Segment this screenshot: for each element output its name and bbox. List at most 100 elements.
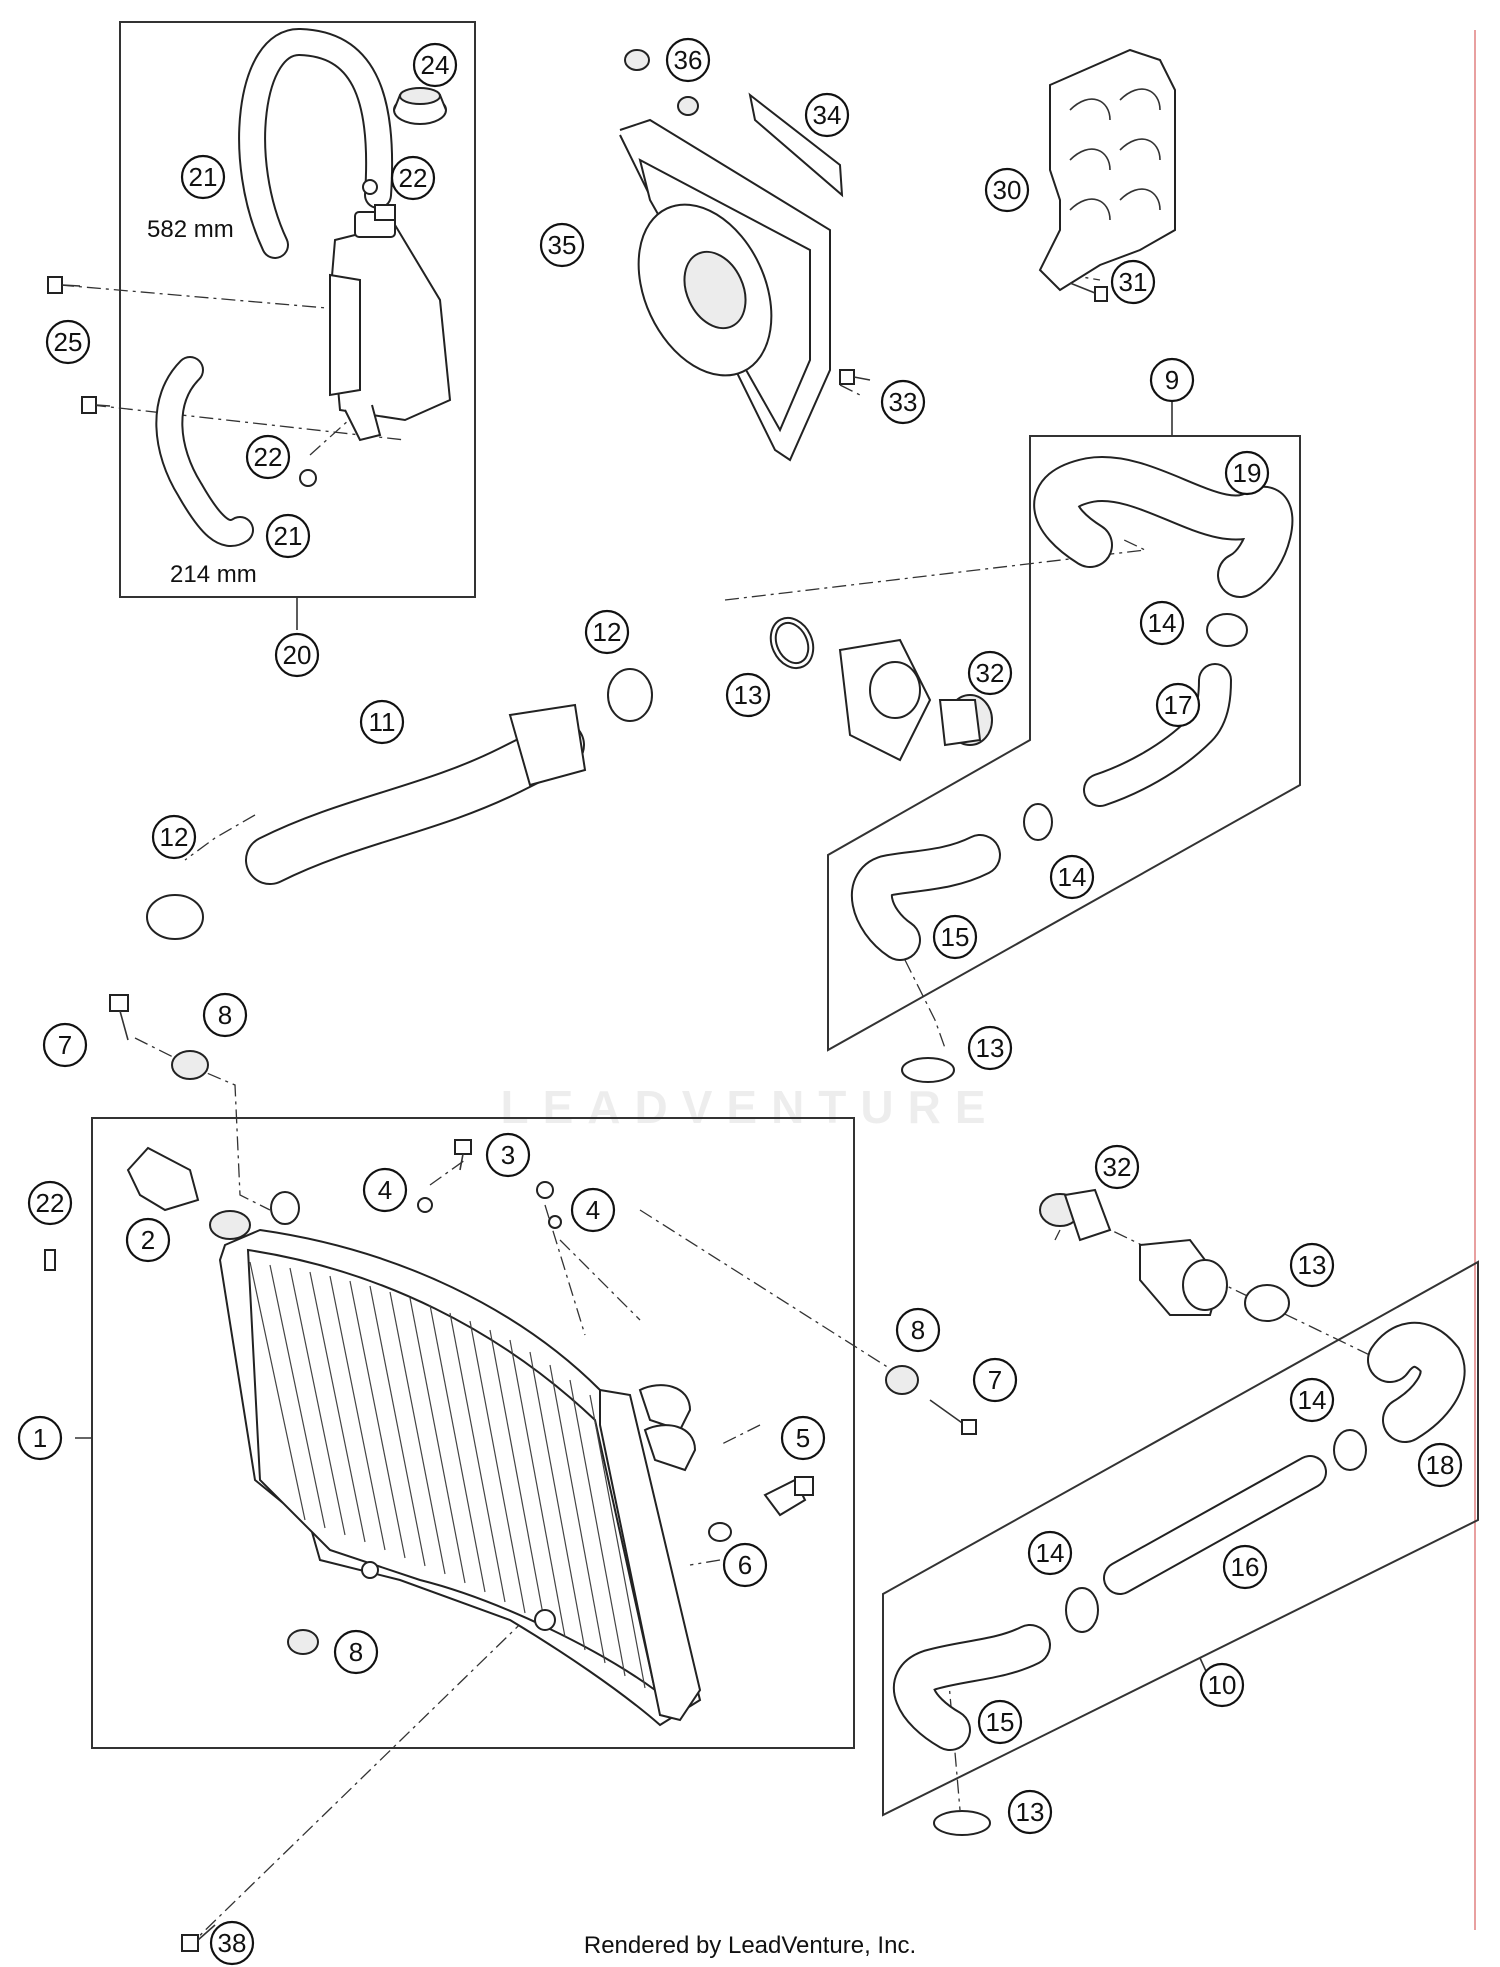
callout-30[interactable]: 30 — [984, 167, 1030, 213]
callout-14c[interactable]: 14 — [1289, 1377, 1335, 1423]
callout-4b[interactable]: 4 — [570, 1187, 616, 1233]
svg-text:33: 33 — [889, 387, 918, 417]
svg-text:14: 14 — [1036, 1538, 1065, 1568]
grommet-8-upper — [171, 1050, 209, 1080]
frame-hose-kit-lower — [882, 1260, 1479, 1817]
svg-text:5: 5 — [796, 1423, 810, 1453]
svg-text:14: 14 — [1298, 1385, 1327, 1415]
callout-3[interactable]: 3 — [485, 1132, 531, 1178]
callout-12a[interactable]: 12 — [584, 609, 630, 655]
callout-21b[interactable]: 21 — [265, 513, 311, 559]
callout-14b[interactable]: 14 — [1049, 854, 1095, 900]
callout-13d[interactable]: 13 — [1007, 1789, 1053, 1835]
plate-part — [748, 92, 844, 198]
callout-17[interactable]: 17 — [1155, 682, 1201, 728]
grommet-8-lower — [287, 1629, 319, 1655]
callout-7a[interactable]: 7 — [42, 1022, 88, 1068]
callout-33[interactable]: 33 — [880, 379, 926, 425]
svg-text:12: 12 — [593, 617, 622, 647]
callout-25[interactable]: 25 — [45, 319, 91, 365]
callout-13a[interactable]: 13 — [725, 672, 771, 718]
hose-15-lower-fill — [895, 1626, 1049, 1749]
callout-14a[interactable]: 14 — [1139, 600, 1185, 646]
svg-text:1: 1 — [33, 1423, 47, 1453]
clamp-14-right — [1333, 1429, 1367, 1471]
svg-text:22: 22 — [399, 163, 428, 193]
callout-20[interactable]: 20 — [274, 632, 320, 678]
callout-34[interactable]: 34 — [804, 92, 850, 138]
hose-18-fill — [1369, 1323, 1464, 1441]
callout-8a[interactable]: 8 — [202, 992, 248, 1038]
svg-text:34: 34 — [813, 100, 842, 130]
pipe-16-fill — [1105, 1457, 1325, 1593]
callout-4a[interactable]: 4 — [362, 1167, 408, 1213]
callout-36[interactable]: 36 — [665, 37, 711, 83]
svg-text:2: 2 — [141, 1225, 155, 1255]
svg-text:7: 7 — [988, 1365, 1002, 1395]
callout-38[interactable]: 38 — [209, 1920, 255, 1966]
callout-21a[interactable]: 21 — [180, 154, 226, 200]
bracket-part — [1038, 48, 1176, 292]
callout-8b[interactable]: 8 — [895, 1307, 941, 1353]
svg-text:12: 12 — [160, 822, 189, 852]
svg-text:16: 16 — [1231, 1552, 1260, 1582]
hose-lower-length: 214 mm — [170, 561, 257, 588]
bolt-38 — [181, 1924, 216, 1952]
callout-12b[interactable]: 12 — [151, 814, 197, 860]
callout-13b[interactable]: 13 — [967, 1025, 1013, 1071]
svg-text:3: 3 — [501, 1140, 515, 1170]
hose-17-fill — [1085, 665, 1230, 805]
grommet-a — [624, 49, 650, 71]
hose-11-fill — [247, 722, 583, 883]
callout-18[interactable]: 18 — [1417, 1442, 1463, 1488]
clamp-14-mid — [1023, 803, 1053, 841]
svg-text:32: 32 — [976, 658, 1005, 688]
callout-22b[interactable]: 22 — [245, 434, 291, 480]
svg-text:30: 30 — [993, 175, 1022, 205]
washer-4b — [536, 1181, 554, 1199]
screw-3 — [454, 1139, 472, 1171]
callout-9[interactable]: 9 — [1149, 357, 1195, 403]
hose-19-fill — [1035, 458, 1292, 596]
callout-15a[interactable]: 15 — [932, 914, 978, 960]
callout-19[interactable]: 19 — [1224, 450, 1270, 496]
callout-8c[interactable]: 8 — [333, 1629, 379, 1675]
callout-22a[interactable]: 22 — [390, 155, 436, 201]
callout-1[interactable]: 1 — [17, 1415, 63, 1461]
callout-32a[interactable]: 32 — [967, 650, 1013, 696]
callout-32b[interactable]: 32 — [1094, 1144, 1140, 1190]
callout-5[interactable]: 5 — [780, 1415, 826, 1461]
callout-24[interactable]: 24 — [412, 42, 458, 88]
svg-text:11: 11 — [369, 707, 396, 737]
callout-7b[interactable]: 7 — [972, 1357, 1018, 1403]
drain-plug-22 — [44, 1249, 56, 1271]
svg-text:13: 13 — [976, 1033, 1005, 1063]
svg-text:21: 21 — [274, 521, 303, 551]
callout-14d[interactable]: 14 — [1027, 1530, 1073, 1576]
callout-22c[interactable]: 22 — [27, 1180, 73, 1226]
callout-6[interactable]: 6 — [722, 1542, 768, 1588]
svg-text:22: 22 — [254, 442, 283, 472]
callout-2[interactable]: 2 — [125, 1217, 171, 1263]
svg-text:14: 14 — [1058, 862, 1087, 892]
clamp-13-bottom — [933, 1810, 991, 1836]
bolt-7-right — [929, 1399, 977, 1435]
thermostat-housing-lower — [1039, 1188, 1228, 1316]
washer-4a — [417, 1197, 433, 1213]
callout-31[interactable]: 31 — [1110, 259, 1156, 305]
svg-text:6: 6 — [738, 1550, 752, 1580]
callout-11[interactable]: 11 — [359, 699, 405, 745]
svg-text:15: 15 — [941, 922, 970, 952]
callout-15b[interactable]: 15 — [977, 1699, 1023, 1745]
callout-13c[interactable]: 13 — [1289, 1242, 1335, 1288]
callout-16[interactable]: 16 — [1222, 1544, 1268, 1590]
svg-text:31: 31 — [1119, 267, 1148, 297]
fan-shroud-part — [619, 118, 831, 462]
callout-10[interactable]: 10 — [1199, 1662, 1245, 1708]
frame-hose-kit-upper — [827, 435, 1301, 1052]
thermostat-housing-upper — [838, 638, 993, 762]
callout-35[interactable]: 35 — [539, 222, 585, 268]
clamp-13-lower-right — [1244, 1284, 1290, 1322]
svg-text:9: 9 — [1165, 365, 1179, 395]
